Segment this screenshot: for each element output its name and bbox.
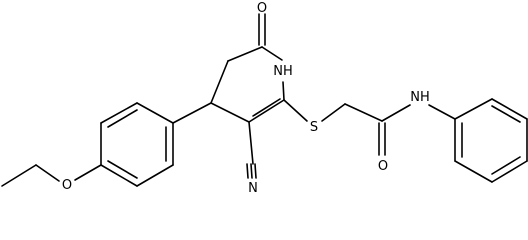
structure-diagram: O NH S NH O N O bbox=[1, 1, 528, 196]
bond-ch2-ch3 bbox=[1, 164, 37, 187]
atom-labels: O NH S NH O N O bbox=[62, 1, 430, 196]
bond-nitrile-3 bbox=[254, 163, 257, 179]
bond-ar-5 bbox=[136, 164, 174, 187]
bond-c2-s bbox=[283, 99, 308, 122]
bond-nh-phenyl bbox=[428, 104, 456, 120]
bond-ph-2 bbox=[491, 98, 528, 120]
atom-label-n-nitrile: N bbox=[248, 181, 258, 196]
bond-c4-ar bbox=[172, 102, 212, 124]
bond-ch2-camide bbox=[344, 103, 383, 122]
bond-c4-c3 bbox=[210, 102, 250, 123]
bond-camide-nh bbox=[381, 104, 411, 122]
atom-label-s-thioether: S bbox=[310, 120, 318, 135]
atom-label-o-ether: O bbox=[62, 178, 72, 193]
bond-nitrile-1 bbox=[246, 163, 249, 179]
bond-n1-c2 bbox=[282, 81, 285, 101]
atom-label-nh-amide: NH bbox=[410, 90, 430, 105]
bond-s-ch2 bbox=[321, 103, 346, 122]
bond-c6-n1 bbox=[261, 46, 283, 61]
bond-ph-1 bbox=[454, 98, 493, 120]
bond-c3-c2-a bbox=[248, 99, 285, 123]
bond-ar-2 bbox=[100, 102, 138, 124]
bond-nitrile-2 bbox=[250, 163, 253, 179]
bond-ar-o bbox=[74, 164, 102, 181]
bond-ph-4 bbox=[491, 160, 528, 183]
atom-label-o-carbonyl-ring: O bbox=[257, 1, 267, 16]
bond-ar-inner-1 bbox=[107, 109, 138, 128]
bond-ar-1 bbox=[136, 102, 174, 124]
atom-label-o-amide: O bbox=[378, 159, 388, 174]
bond-ar-inner-2 bbox=[107, 160, 138, 179]
bond-ar-4 bbox=[100, 164, 138, 187]
bond-o-ch2 bbox=[35, 164, 60, 182]
bond-c3-cn bbox=[248, 121, 254, 165]
bond-ph-5 bbox=[454, 160, 493, 183]
bond-ph-inner-2 bbox=[491, 156, 521, 175]
bond-ph-inner-1 bbox=[491, 105, 521, 123]
atom-label-nh-ring: NH bbox=[273, 64, 293, 79]
bonds bbox=[1, 13, 528, 187]
bond-c6-c5 bbox=[227, 46, 263, 62]
bond-c5-c4 bbox=[210, 60, 229, 104]
bond-c3-c2-b bbox=[252, 98, 281, 117]
